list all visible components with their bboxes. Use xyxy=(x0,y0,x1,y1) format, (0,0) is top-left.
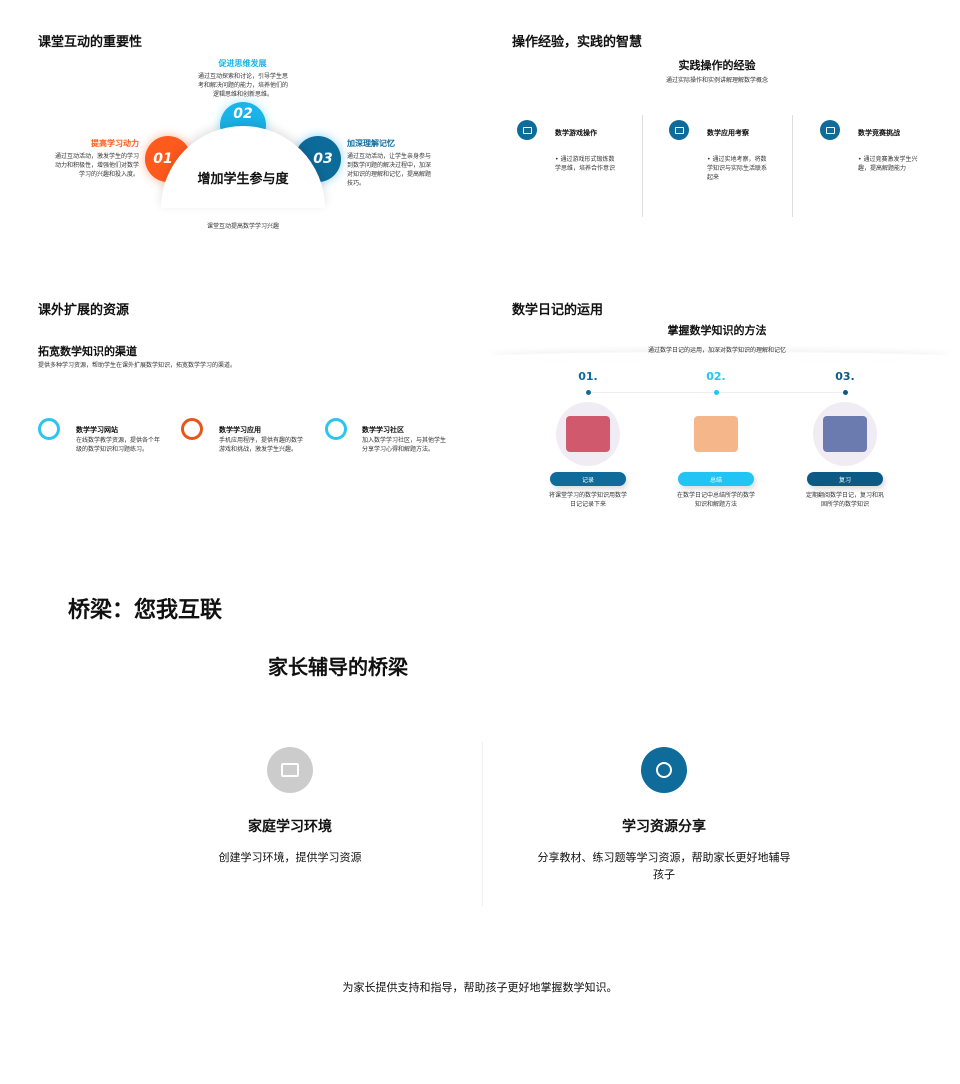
item-desc: 手机应用程序，提供有趣的数学游戏和挑战，激发学生兴趣。 xyxy=(219,437,304,453)
item-title: 数学竞赛挑战 xyxy=(858,129,900,137)
section-heading: 拓宽数学知识的渠道 xyxy=(38,345,137,358)
timeline-dot xyxy=(585,390,591,395)
timeline-dot xyxy=(842,390,848,395)
item-desc: 在线数学教学资源，提供各个年级的数学知识和习题练习。 xyxy=(76,437,161,453)
card-title: 学习资源分享 xyxy=(622,819,706,835)
item-title: 数学游戏操作 xyxy=(555,129,597,137)
number-label: 01 xyxy=(153,151,173,167)
section-heading: 实践操作的经验 xyxy=(678,59,756,72)
card-title: 家庭学习环境 xyxy=(248,819,332,835)
step-label-pill: 总结 xyxy=(678,472,754,486)
divider xyxy=(792,115,793,217)
section-heading: 掌握数学知识的方法 xyxy=(667,324,767,337)
briefcase-icon xyxy=(669,120,689,140)
center-semicircle xyxy=(161,126,325,208)
slide-title: 数学日记的运用 xyxy=(512,303,604,318)
divider xyxy=(482,742,483,906)
step-desc: 在数学日记中总结所学的数学知识和解题方法 xyxy=(676,492,755,508)
step-label-pill: 复习 xyxy=(807,472,883,486)
slide-title: 操作经验，实践的智慧 xyxy=(512,35,643,50)
item-desc: • 通过实地考察，将数学知识与实际生活联系起来 xyxy=(707,156,768,181)
item-desc: 通过互动活动，激发学生的学习动力和积极性，增强他们对数学学习的兴趣和投入度。 xyxy=(55,153,140,178)
step-desc: 定期翻阅数学日记，复习和巩固所学的数学知识 xyxy=(805,492,884,508)
item-title: 提高学习动力 xyxy=(91,139,139,148)
slide-title: 课外扩展的资源 xyxy=(38,303,130,318)
slide-footer: 为家长提供支持和指导，帮助孩子更好地掌握数学知识。 xyxy=(342,981,618,994)
slide-footer: 课堂互动提高数学学习兴趣 xyxy=(206,223,279,230)
section-heading: 家长辅导的桥梁 xyxy=(268,655,408,679)
item-title: 促进思维发展 xyxy=(218,59,267,68)
illustration-image xyxy=(684,402,748,466)
divider xyxy=(642,115,643,217)
printer-icon xyxy=(267,747,313,793)
step-number: 01. xyxy=(578,370,598,383)
item-desc: 通过互动活动，让学生亲身参与到数学问题的解决过程中，加深对知识的理解和记忆，提高… xyxy=(347,153,432,187)
sofa-icon xyxy=(820,120,840,140)
section-subtitle: 通过实际操作和实例讲解理解数学概念 xyxy=(665,77,768,84)
item-desc-text: 通过实地考察，将数学知识与实际生活联系起来 xyxy=(707,156,768,181)
slide-title: 桥梁：您我互联 xyxy=(68,598,223,623)
webcam-icon xyxy=(641,747,687,793)
item-desc: • 通过游戏形式锻炼数学思维，培养合作意识 xyxy=(555,156,616,172)
item-title: 加深理解记忆 xyxy=(347,139,395,148)
item-title: 数学学习社区 xyxy=(362,426,404,434)
item-desc: • 通过竞赛激发学生兴趣，提高解题能力 xyxy=(858,156,918,172)
slide-title: 课堂互动的重要性 xyxy=(38,35,143,50)
step-number: 03. xyxy=(835,370,855,383)
item-title: 数学学习网站 xyxy=(76,426,118,434)
step-label-pill: 记录 xyxy=(550,472,626,486)
globe-cart-icon xyxy=(325,418,347,440)
card-desc: 分享教材、练习题等学习资源，帮助家长更好地辅导孩子 xyxy=(537,851,791,881)
item-desc-text: 通过游戏形式锻炼数学思维，培养合作意识 xyxy=(555,156,616,172)
center-label: 增加学生参与度 xyxy=(197,172,289,187)
item-title: 数学学习应用 xyxy=(219,426,261,434)
illustration-image xyxy=(813,402,877,466)
item-desc-text: 通过竞赛激发学生兴趣，提高解题能力 xyxy=(858,156,918,172)
item-title: 数学应用考察 xyxy=(707,129,749,137)
number-label: 03 xyxy=(313,151,333,167)
item-desc: 通过互动探索和讨论，引导学生思考和解决问题的能力，培养他们的逻辑思维和创新思维。 xyxy=(198,73,289,98)
step-desc: 将课堂学习的数学知识用数学日记记录下来 xyxy=(548,492,627,508)
image-icon xyxy=(517,120,537,140)
item-desc: 加入数学学习社区，与其他学生分享学习心得和解题方法。 xyxy=(362,437,447,453)
illustration-image xyxy=(556,402,620,466)
step-number: 02. xyxy=(706,370,726,383)
section-subtitle: 提供多种学习资源，帮助学生在课外扩展数学知识，拓宽数学学习的渠道。 xyxy=(38,362,237,369)
number-circle-02: 02 xyxy=(233,106,253,122)
card-desc: 创建学习环境，提供学习资源 xyxy=(218,851,362,864)
globe-cart-icon xyxy=(181,418,203,440)
globe-cart-icon xyxy=(38,418,60,440)
section-subtitle: 通过数学日记的运用，加深对数学知识的理解和记忆 xyxy=(647,347,786,354)
timeline-dot xyxy=(713,390,719,395)
curve-decoration xyxy=(490,352,950,362)
